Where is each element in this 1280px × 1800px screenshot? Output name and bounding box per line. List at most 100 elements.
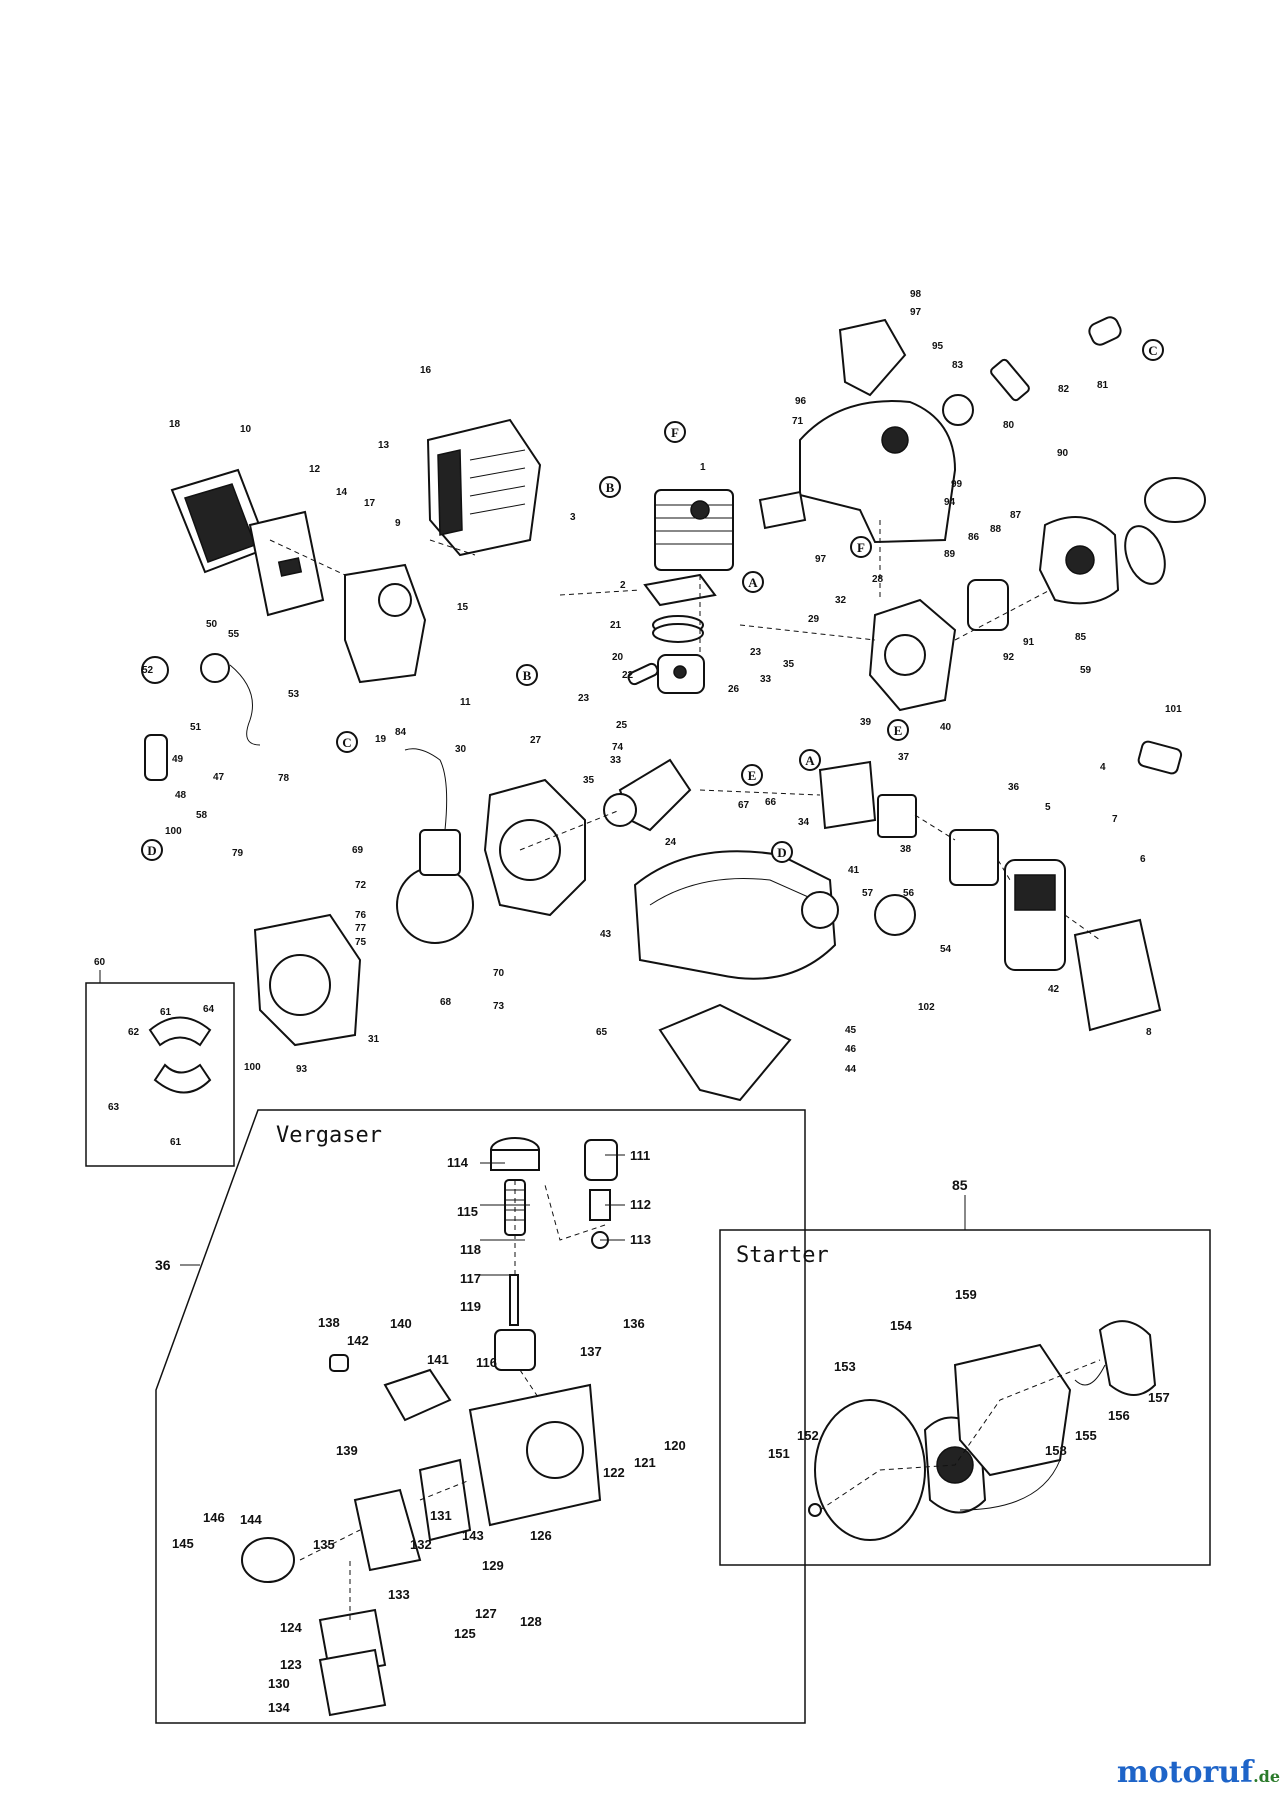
leader-set [480, 1154, 625, 1276]
part-label: 35 [783, 659, 795, 670]
part-label: 3 [570, 512, 576, 523]
part-label: 46 [845, 1044, 857, 1055]
part-label: 117 [460, 1271, 481, 1286]
part-label: 65 [596, 1027, 608, 1038]
part-label: 126 [530, 1528, 552, 1543]
part-label: 33 [610, 755, 622, 766]
part-label: 49 [172, 754, 184, 765]
part-label: 67 [738, 800, 750, 811]
shroud-fins [437, 449, 463, 536]
axis-3 [299, 1180, 606, 1620]
part-label: 111 [630, 1148, 650, 1163]
fuel-line [229, 664, 261, 746]
part-label: 2 [620, 580, 626, 591]
part-label: 90 [1057, 448, 1069, 459]
part-label: 15 [457, 602, 469, 613]
part-label: 83 [952, 360, 964, 371]
bearing-seat [884, 634, 926, 676]
part-label: 88 [990, 524, 1002, 535]
carb-lever-141 [383, 1368, 452, 1422]
part-label: 61 [160, 1007, 172, 1018]
part-label: 58 [196, 810, 208, 821]
part-label: 45 [845, 1025, 857, 1036]
part-label: 72 [355, 880, 367, 891]
spare-part-101 [1137, 740, 1183, 775]
part-label: 64 [203, 1004, 215, 1015]
part-label: 22 [622, 670, 634, 681]
spark-plug [990, 358, 1030, 402]
fuel-cap [874, 894, 916, 936]
callout-b-lower: B [516, 664, 538, 686]
part-label: 100 [165, 826, 182, 837]
intake-gasket [818, 760, 877, 830]
part-label: 75 [355, 937, 367, 948]
fuel-tank-neck [801, 891, 839, 929]
part-label: 143 [462, 1528, 484, 1543]
intake-block [877, 794, 917, 838]
starter-disc [1144, 477, 1206, 523]
part-label: 36 [1008, 782, 1020, 793]
carb-bore [526, 1421, 584, 1479]
starter-cover-plate [814, 1399, 926, 1541]
part-label: 7 [1112, 814, 1118, 825]
part-label: 159 [955, 1287, 977, 1302]
watermark-tld: .de [1253, 1767, 1280, 1786]
part-label: 81 [1097, 380, 1109, 391]
part-label: 44 [845, 1064, 857, 1075]
ignition-wire [404, 748, 448, 831]
svg-text:E: E [894, 723, 903, 738]
crank-web [603, 793, 637, 827]
part-label: 39 [860, 717, 872, 728]
part-label: 30 [455, 744, 467, 755]
part-label: 113 [630, 1232, 651, 1247]
cylinder-seal-83 [942, 394, 974, 426]
part-label: 127 [475, 1606, 497, 1621]
svg-text:B: B [606, 480, 615, 495]
part-label: 124 [280, 1620, 302, 1635]
part-label: 4 [1100, 762, 1106, 773]
part-label: 12 [309, 464, 321, 475]
part-label: 154 [890, 1318, 912, 1333]
tank-bracket [658, 1003, 792, 1102]
part-label: 60 [94, 957, 106, 968]
callout-c-lower: C [336, 731, 358, 753]
part-label: 86 [968, 532, 980, 543]
starter-section-ref: 85 [952, 1177, 968, 1193]
part-label: 130 [268, 1676, 290, 1691]
part-label: 94 [944, 497, 956, 508]
cylinder-gasket [643, 573, 717, 607]
plug-cap [1088, 316, 1122, 346]
part-label: 9 [395, 518, 401, 529]
part-label: 56 [903, 888, 915, 899]
ignition-rotor [396, 866, 474, 944]
svg-text:C: C [1148, 343, 1157, 358]
part-label: 62 [128, 1027, 140, 1038]
part-label: 54 [940, 944, 952, 955]
callout-e-upper: E [887, 719, 909, 741]
primer-bulb [200, 653, 230, 683]
part-label: 82 [1058, 384, 1070, 395]
part-label: 133 [388, 1587, 410, 1602]
part-label: 32 [835, 595, 847, 606]
starter-handle [1098, 1320, 1157, 1396]
part-label: 135 [313, 1537, 335, 1552]
part-label: 50 [206, 619, 218, 630]
part-label: 134 [268, 1700, 290, 1715]
part-label: 132 [410, 1537, 432, 1552]
callout-e-lower: E [741, 764, 763, 786]
cover-hole [881, 426, 909, 454]
part-label: 84 [395, 727, 407, 738]
part-label: 6 [1140, 854, 1146, 865]
part-label: 123 [280, 1657, 302, 1672]
part-label: 120 [664, 1438, 686, 1453]
part-label: 66 [765, 797, 777, 808]
svg-text:A: A [805, 753, 815, 768]
piston-ring-2 [652, 623, 704, 643]
part-label: 152 [797, 1428, 819, 1443]
part-label: 29 [808, 614, 820, 625]
svg-text:F: F [857, 540, 865, 555]
adaptor-port [378, 583, 412, 617]
callout-d-right: D [771, 841, 793, 863]
part-label: 122 [603, 1465, 625, 1480]
